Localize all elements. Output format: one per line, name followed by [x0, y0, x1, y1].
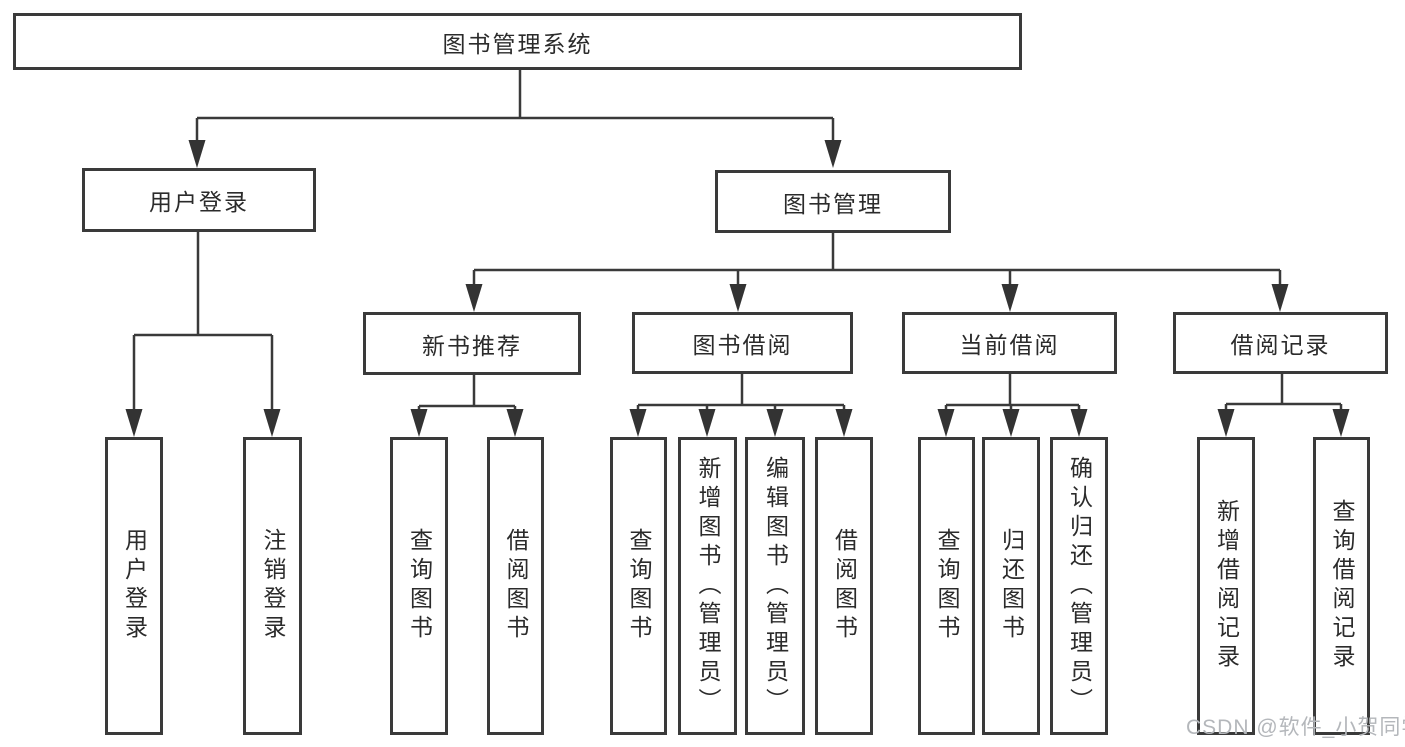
connector-bookmgmt-to-level3 — [472, 233, 1282, 286]
leaf-records-query-label: 查询借阅记录 — [1329, 499, 1355, 673]
node-root-label: 图书管理系统 — [442, 30, 593, 57]
leaf-logout-label: 注销登录 — [260, 528, 286, 644]
node-book-borrow: 图书借阅 — [632, 312, 853, 374]
node-borrow-records-label: 借阅记录 — [1230, 332, 1331, 358]
leaf-currentborrow-confirm: 确认归还（管理员） — [1050, 437, 1108, 735]
leaf-logout: 注销登录 — [243, 437, 302, 735]
leaf-bookborrow-edit: 编辑图书（管理员） — [745, 437, 805, 735]
leaf-bookborrow-query-label: 查询图书 — [626, 528, 652, 644]
connector-bookborrow-to-leaves — [636, 374, 846, 412]
leaf-newbooks-borrow-label: 借阅图书 — [503, 528, 529, 644]
node-user-login: 用户登录 — [82, 168, 316, 232]
leaf-currentborrow-return: 归还图书 — [982, 437, 1040, 735]
leaf-records-add: 新增借阅记录 — [1197, 437, 1255, 735]
node-current-borrow-label: 当前借阅 — [959, 332, 1060, 358]
connector-currentborrow-to-leaves — [944, 374, 1081, 412]
leaf-newbooks-borrow: 借阅图书 — [487, 437, 544, 735]
leaf-bookborrow-add-label: 新增图书（管理员） — [695, 455, 721, 717]
leaf-currentborrow-confirm-label: 确认归还（管理员） — [1066, 455, 1093, 717]
node-new-books: 新书推荐 — [363, 312, 581, 375]
leaf-bookborrow-query: 查询图书 — [610, 437, 667, 735]
leaf-newbooks-query-label: 查询图书 — [406, 528, 433, 644]
leaf-bookborrow-add: 新增图书（管理员） — [678, 437, 737, 735]
csdn-watermark: CSDN @软件_小贺同学 — [1186, 716, 1405, 739]
leaf-bookborrow-borrow-label: 借阅图书 — [831, 528, 858, 644]
connector-root-to-level2 — [195, 70, 835, 142]
leaf-user-login: 用户登录 — [105, 437, 163, 735]
node-root: 图书管理系统 — [13, 13, 1022, 70]
leaf-user-login-label: 用户登录 — [121, 528, 148, 644]
leaf-bookborrow-edit-label: 编辑图书（管理员） — [762, 455, 789, 717]
leaf-currentborrow-return-label: 归还图书 — [998, 528, 1025, 644]
connector-userlogin-to-leaves — [132, 232, 274, 410]
node-book-mgmt-label: 图书管理 — [783, 190, 883, 217]
connector-borrowrecords-to-leaves — [1224, 374, 1343, 412]
leaf-records-query: 查询借阅记录 — [1313, 437, 1370, 735]
node-current-borrow: 当前借阅 — [902, 312, 1117, 374]
leaf-records-add-label: 新增借阅记录 — [1213, 499, 1240, 673]
node-new-books-label: 新书推荐 — [422, 332, 522, 359]
node-book-borrow-label: 图书借阅 — [692, 332, 793, 358]
leaf-bookborrow-borrow: 借阅图书 — [815, 437, 873, 735]
connector-newbooks-to-leaves — [417, 375, 517, 412]
leaf-currentborrow-query: 查询图书 — [918, 437, 975, 735]
leaf-currentborrow-query-label: 查询图书 — [934, 528, 960, 644]
arrowheads — [125, 140, 1350, 437]
node-borrow-records: 借阅记录 — [1173, 312, 1388, 374]
node-user-login-label: 用户登录 — [149, 189, 249, 215]
node-book-mgmt: 图书管理 — [715, 170, 951, 233]
leaf-newbooks-query: 查询图书 — [390, 437, 448, 735]
